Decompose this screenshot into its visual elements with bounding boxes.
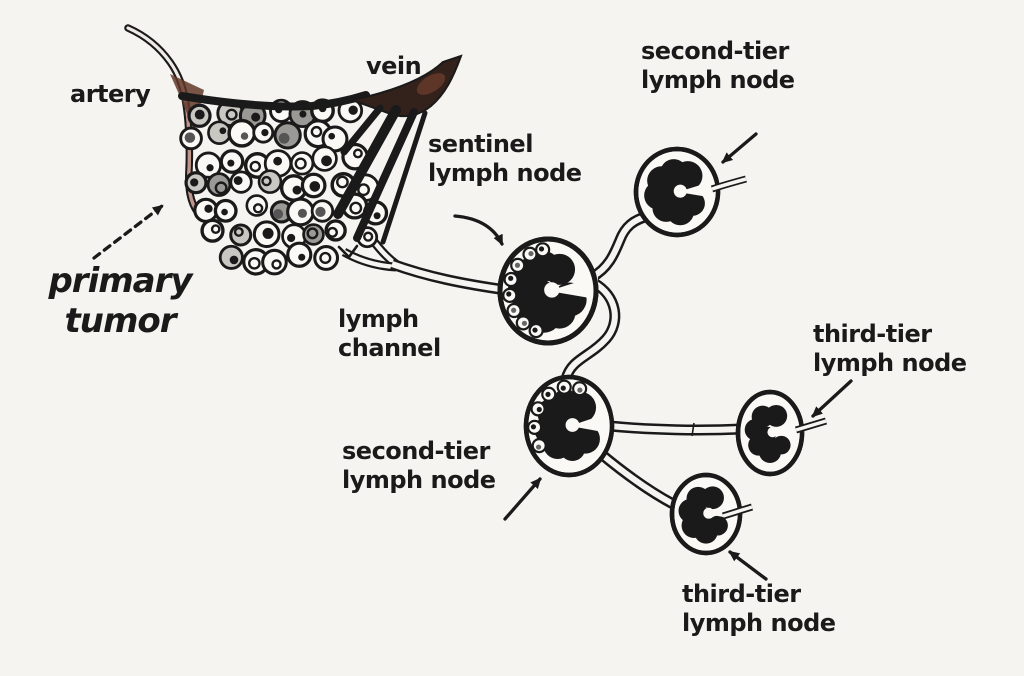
label-second-tier-lower-line2: lymph node	[342, 466, 496, 494]
label-second-tier-lower: second-tier lymph node	[342, 437, 496, 495]
label-primary-tumor-line2: tumor	[64, 301, 176, 341]
label-vein: vein	[366, 52, 422, 81]
second-tier-lymph-node-top	[633, 146, 721, 238]
label-second-tier-lower-line1: second-tier	[342, 437, 490, 465]
primary-tumor-graphic	[124, 24, 463, 276]
label-lymph-channel: lymph channel	[338, 305, 441, 363]
label-sentinel-line2: lymph node	[428, 159, 582, 187]
label-lymph-channel-line1: lymph	[338, 305, 419, 333]
label-artery: artery	[70, 80, 151, 109]
label-sentinel-lymph-node: sentinel lymph node	[428, 130, 582, 188]
label-third-tier-right-line1: third-tier	[813, 320, 932, 348]
label-third-tier-bottom: third-tier lymph node	[682, 580, 836, 638]
second-tier-lymph-node-lower	[523, 374, 615, 478]
label-second-tier-top-line1: second-tier	[641, 37, 789, 65]
third-tier-lymph-node-bottom	[669, 472, 743, 556]
lymph-nodes	[497, 146, 828, 556]
sentinel-lymph-node	[497, 236, 599, 346]
lymph-channels	[337, 210, 743, 509]
label-primary-tumor-line1: primary	[48, 261, 192, 301]
label-vein-text: vein	[366, 52, 422, 80]
annotation-arrows	[92, 132, 853, 581]
label-third-tier-right-line2: lymph node	[813, 349, 967, 377]
label-third-tier-bottom-line1: third-tier	[682, 580, 801, 608]
tumor-cells	[179, 97, 389, 276]
label-lymph-channel-line2: channel	[338, 334, 441, 362]
label-artery-text: artery	[70, 80, 151, 108]
label-sentinel-line1: sentinel	[428, 130, 533, 158]
label-second-tier-top-line2: lymph node	[641, 66, 795, 94]
third-tier-lymph-node-right	[735, 389, 805, 477]
label-third-tier-bottom-line2: lymph node	[682, 609, 836, 637]
label-primary-tumor: primary tumor	[30, 261, 210, 341]
label-third-tier-right: third-tier lymph node	[813, 320, 967, 378]
label-second-tier-top: second-tier lymph node	[641, 37, 795, 95]
